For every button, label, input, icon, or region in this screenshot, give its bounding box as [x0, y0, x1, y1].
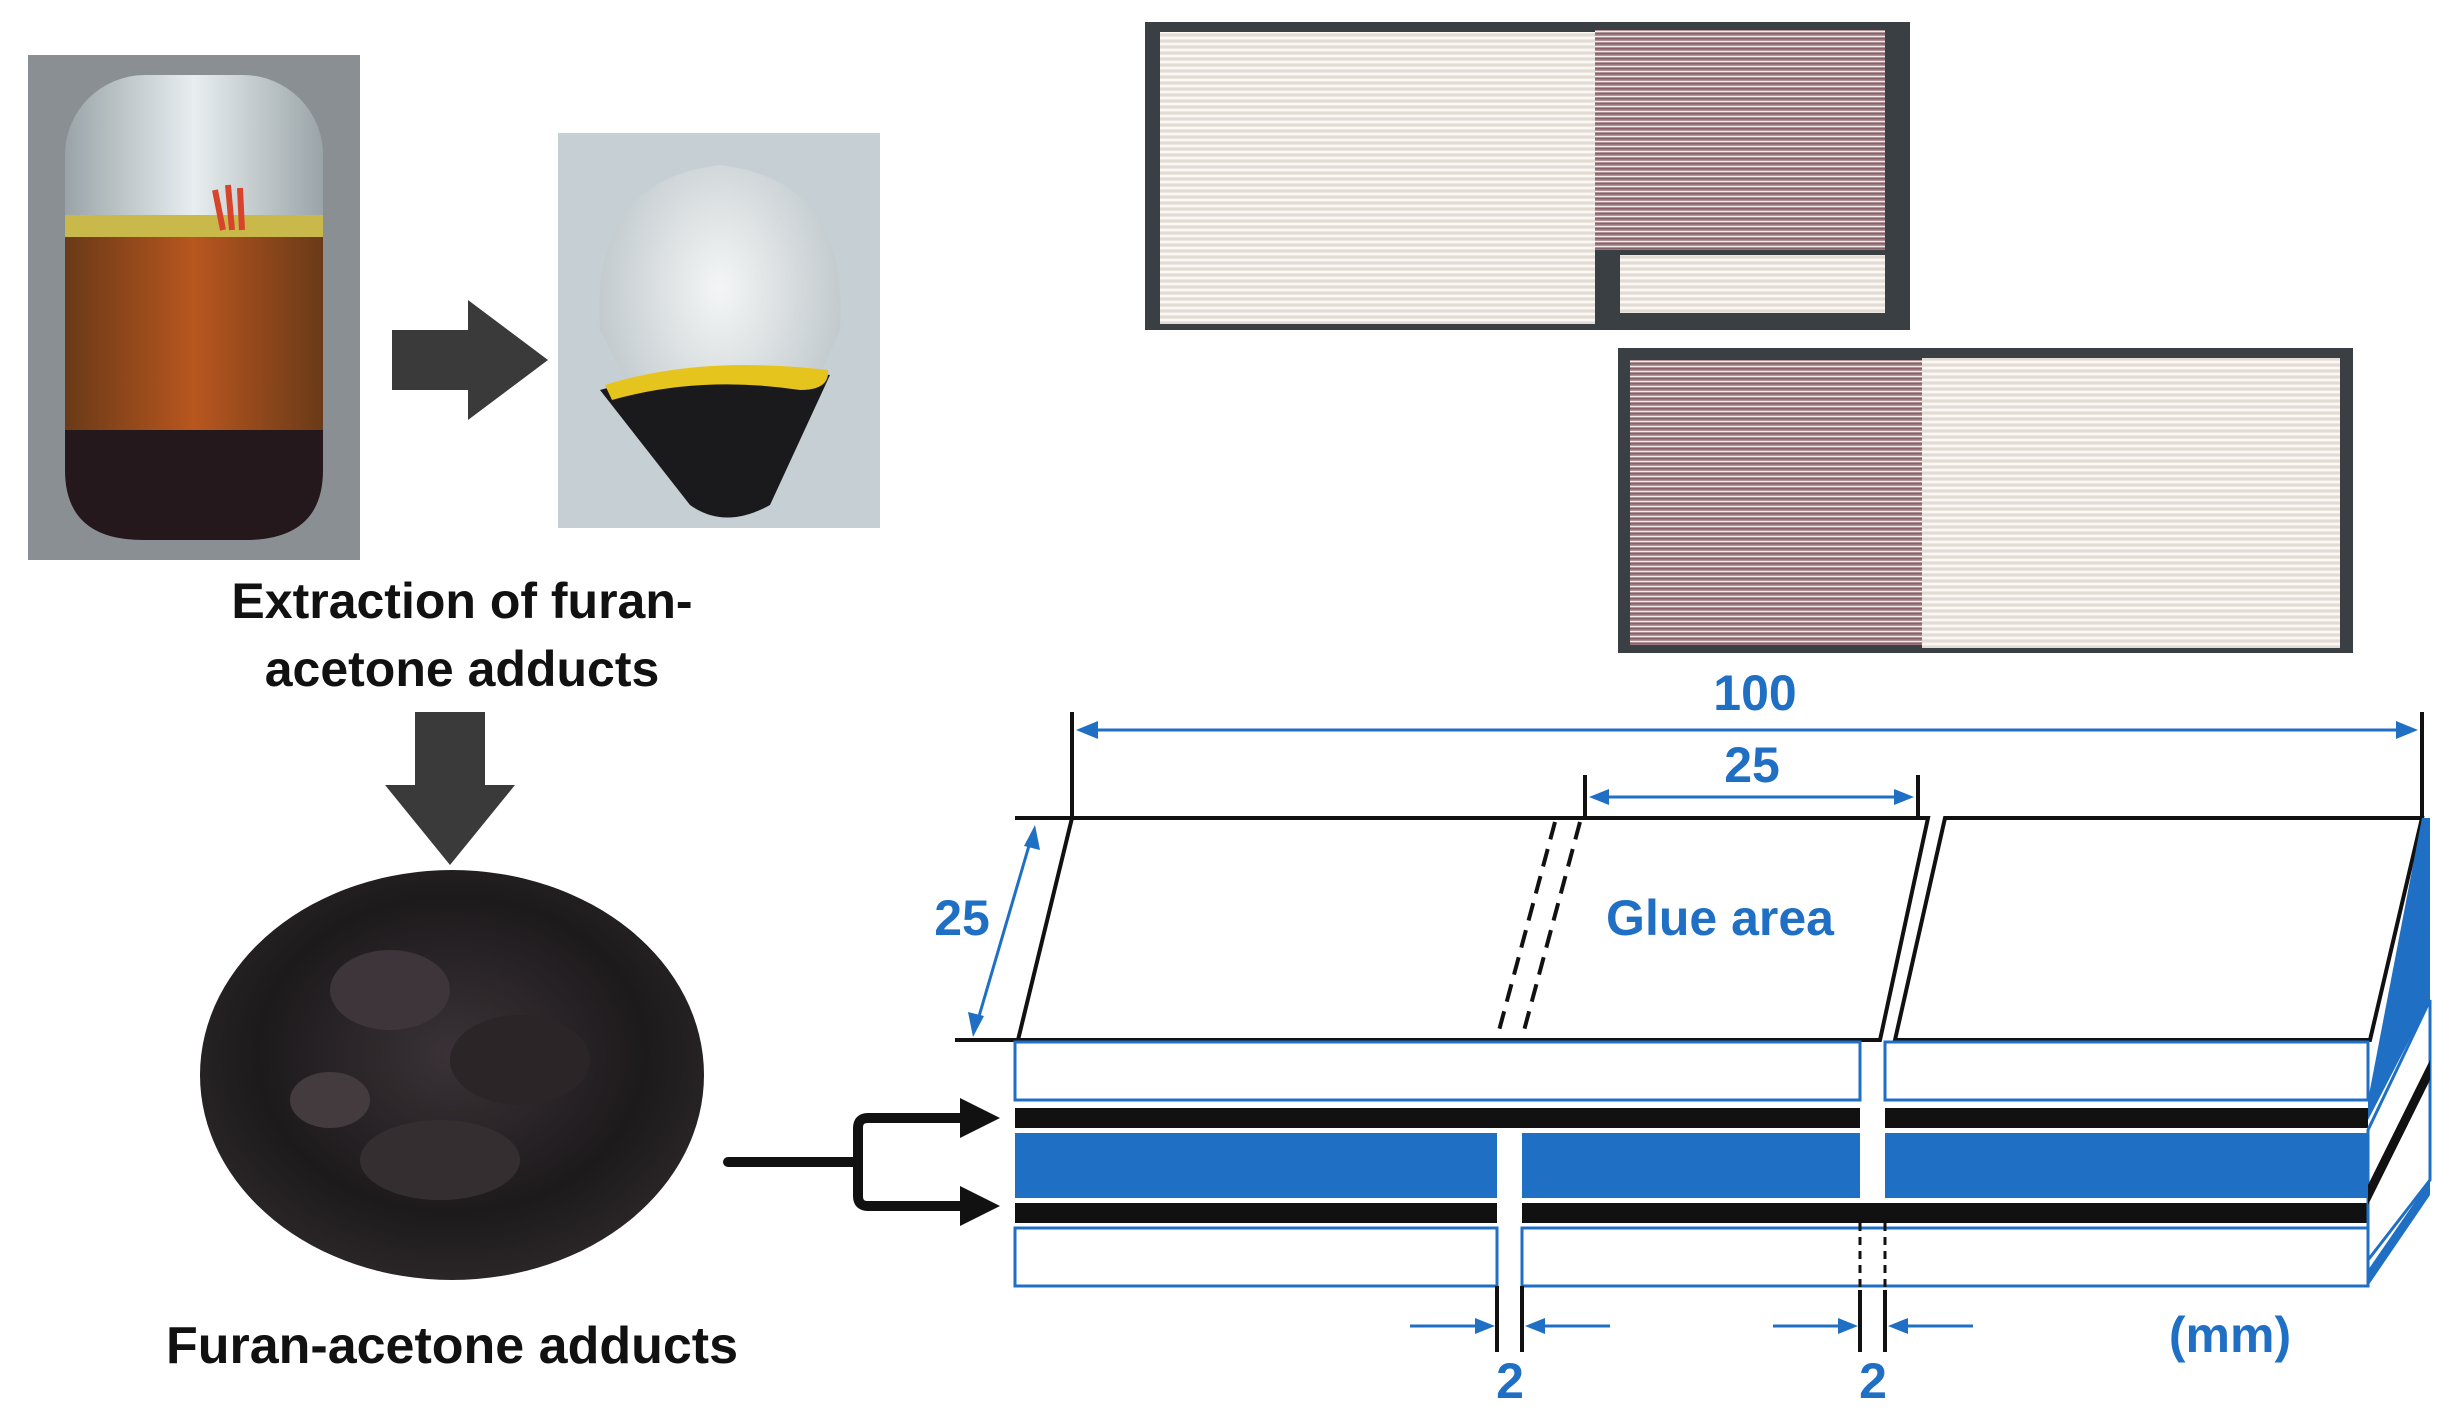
bottle-photo	[28, 55, 360, 560]
flask-photo	[558, 133, 880, 528]
gap-label-right: 2	[1859, 1353, 1887, 1409]
glue-area-label: Glue area	[1606, 890, 1835, 946]
gap-arrowhead-3	[1838, 1318, 1858, 1334]
extraction-caption-line2: acetone adducts	[265, 641, 660, 697]
specimen-photo-a	[1145, 22, 1910, 330]
arrowhead-25-side-bottom	[968, 1012, 984, 1037]
dimension-overall	[1070, 712, 2424, 818]
adducts-caption: Furan-acetone adducts	[166, 1317, 738, 1375]
gap-label-left: 2	[1496, 1353, 1524, 1409]
gap-arrowhead-2	[1525, 1318, 1545, 1334]
dimension-label-25-width: 25	[934, 890, 990, 946]
powder-photo	[200, 870, 704, 1280]
dimension-line-25-side	[973, 831, 1035, 1031]
arrowhead-upper	[960, 1098, 1000, 1138]
arrowhead-100-right	[2396, 721, 2418, 739]
process-arrow-right	[392, 300, 548, 420]
unit-label: (mm)	[2169, 1307, 2291, 1363]
arrowhead-25-right	[1894, 789, 1914, 805]
dimension-label-25-overlap: 25	[1724, 737, 1780, 793]
gap-arrowhead-4	[1888, 1318, 1908, 1334]
layer-stack	[1013, 1040, 2370, 1288]
gap-markers	[1495, 1286, 1887, 1352]
specimen-photo-b	[1618, 348, 2353, 653]
glue-boundary	[1495, 821, 1582, 1039]
arrowhead-100-left	[1076, 721, 1098, 739]
extraction-caption-line1: Extraction of furan-	[231, 573, 692, 629]
arrowhead-25-left	[1589, 789, 1609, 805]
process-arrow-down	[385, 712, 515, 865]
split-arrow-icon	[723, 1113, 970, 1211]
gap-arrowhead-1	[1475, 1318, 1495, 1334]
specimen-top-face	[1015, 816, 2425, 1042]
dimension-label-100: 100	[1713, 665, 1796, 721]
specimen-end-face	[2366, 818, 2432, 1286]
arrowhead-lower	[960, 1186, 1000, 1226]
dimension-overlap	[1583, 775, 1920, 818]
arrowhead-25-side-top	[1024, 825, 1040, 850]
